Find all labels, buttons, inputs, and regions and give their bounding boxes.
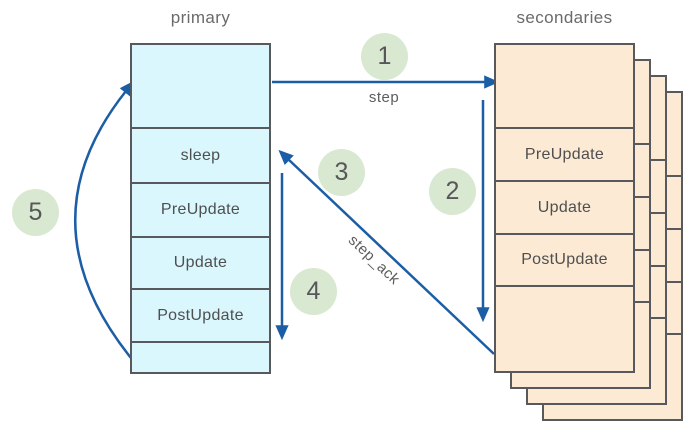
step-ack-edge-label: step_ack bbox=[344, 231, 404, 289]
step-circle-4: 4 bbox=[290, 268, 337, 315]
primary-box: sleep PreUpdate Update PostUpdate bbox=[130, 43, 271, 374]
step-circle-5: 5 bbox=[12, 189, 59, 236]
step-circle-1: 1 bbox=[361, 33, 408, 80]
step-edge-label: step bbox=[368, 89, 400, 106]
secondaries-row-bottom bbox=[496, 285, 633, 371]
primary-row-postupdate: PostUpdate bbox=[132, 288, 269, 341]
primary-row-top bbox=[132, 45, 269, 127]
secondaries-row-preupdate: PreUpdate bbox=[496, 127, 633, 180]
step-circle-3: 3 bbox=[318, 149, 365, 196]
loop-back-arrow bbox=[74, 80, 135, 359]
primary-row-bottom bbox=[132, 341, 269, 372]
primary-row-sleep: sleep bbox=[132, 127, 269, 182]
secondaries-row-postupdate: PostUpdate bbox=[496, 233, 633, 285]
primary-title: primary bbox=[170, 8, 231, 27]
secondaries-box: PreUpdate Update PostUpdate bbox=[494, 43, 635, 373]
step-circle-2: 2 bbox=[429, 168, 476, 215]
primary-row-preupdate: PreUpdate bbox=[132, 182, 269, 236]
secondaries-row-update: Update bbox=[496, 180, 633, 233]
secondaries-title: secondaries bbox=[516, 8, 613, 27]
primary-row-update: Update bbox=[132, 236, 269, 288]
secondaries-row-wait bbox=[496, 45, 633, 127]
